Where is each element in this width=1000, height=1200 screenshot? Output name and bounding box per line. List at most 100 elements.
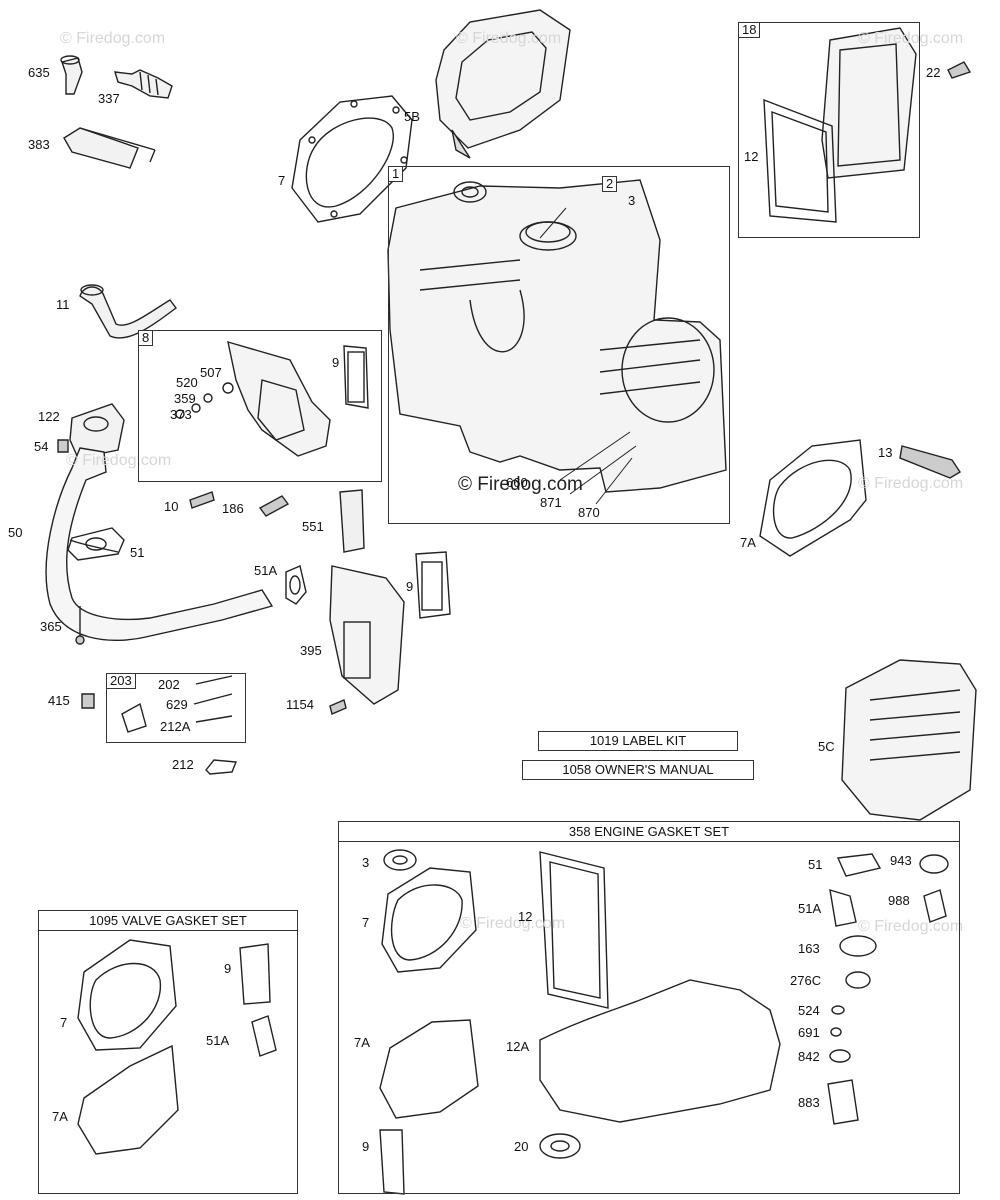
label-10: 10 (164, 499, 179, 514)
label-22: 22 (926, 65, 941, 80)
dipstick-tube-383 (63, 127, 156, 169)
label-337: 337 (98, 91, 120, 106)
gasket-label-12a: 12A (506, 1039, 530, 1054)
screw-1154 (329, 699, 347, 715)
screw-365 (75, 606, 85, 645)
label-9: 9 (332, 355, 340, 370)
label-365: 365 (40, 619, 62, 634)
exhaust-gasket-51a (285, 565, 307, 605)
baffle-395 (329, 565, 405, 705)
gasket-label-524: 524 (798, 1003, 820, 1018)
gasket-label-943: 943 (890, 853, 912, 868)
elbow-fitting-635 (60, 55, 83, 95)
label-5b: 5B (404, 109, 420, 124)
label-660: 660 (506, 475, 528, 490)
head-gasket-7 (291, 95, 413, 223)
breather-tube-11 (79, 284, 177, 339)
watermark: © Firedog.com (66, 452, 172, 469)
label-212: 212 (172, 757, 194, 772)
valve-label-51a: 51A (206, 1033, 230, 1048)
valve-gasket-set-title: 1095 VALVE GASKET SET (39, 911, 297, 931)
fitting-22 (947, 61, 972, 79)
watermark: © Firedog.com (456, 30, 562, 47)
label-871: 871 (540, 495, 562, 510)
spark-plug-337 (114, 69, 173, 99)
label-12: 12 (744, 149, 759, 164)
gasket-label-691: 691 (798, 1025, 820, 1040)
fitting-186 (258, 495, 290, 517)
label-51: 51 (130, 545, 145, 560)
governor-frame (106, 673, 246, 743)
gasket-label-51: 51 (808, 857, 823, 872)
owners-manual-callout: 1058 OWNER'S MANUAL (522, 760, 754, 780)
bolt-10 (189, 491, 215, 509)
valve-gasket-set-parts (77, 939, 277, 1155)
label-395: 395 (300, 643, 322, 658)
label-415: 415 (48, 693, 70, 708)
valve-label-9: 9 (224, 961, 232, 976)
label-359: 359 (174, 391, 196, 406)
valve-cover-18 (821, 27, 917, 179)
gasket-label-163: 163 (798, 941, 820, 956)
bolt-13 (899, 445, 961, 479)
watermark: © Firedog.com (858, 30, 964, 47)
exhaust-pipe-50 (45, 447, 274, 641)
gasket-label-988: 988 (888, 893, 910, 908)
label-202: 202 (158, 677, 180, 692)
plate-551 (339, 489, 365, 553)
label-870: 870 (578, 505, 600, 520)
gasket-label-51a: 51A (798, 901, 822, 916)
label-122: 122 (38, 409, 60, 424)
governor-contents-203 (121, 675, 233, 733)
label-383: 383 (28, 137, 50, 152)
valve-label-7: 7 (60, 1015, 68, 1030)
gasket-label-883: 883 (798, 1095, 820, 1110)
valve-label-7a: 7A (52, 1109, 68, 1124)
gasket-label-842: 842 (798, 1049, 820, 1064)
engine-block-number: 1 (388, 166, 404, 182)
gasket-9-lower (415, 551, 451, 619)
breather-frame (138, 330, 382, 482)
label-7: 7 (278, 173, 286, 188)
label-54: 54 (34, 439, 49, 454)
link-212 (205, 759, 237, 775)
valve-gasket-set-frame: 1095 VALVE GASKET SET (38, 910, 298, 1194)
label-51a: 51A (254, 563, 278, 578)
cylinder-head-5b (435, 9, 571, 159)
intake-spacer-122 (69, 403, 125, 459)
watermark: © Firedog.com (60, 30, 166, 47)
gasket-label-276c: 276C (790, 973, 822, 988)
governor-number: 203 (106, 673, 136, 689)
gasket-label-20: 20 (514, 1139, 529, 1154)
cylinder-head-5c (841, 659, 977, 821)
label-212a: 212A (160, 719, 191, 734)
stud-54 (57, 439, 69, 453)
label-5c: 5C (818, 739, 835, 754)
bearing-number: 2 (602, 176, 618, 192)
label-3: 3 (628, 193, 636, 208)
label-635: 635 (28, 65, 50, 80)
oil-seal-3 (453, 181, 487, 203)
watermark: © Firedog.com (460, 915, 566, 932)
label-373: 373 (170, 407, 192, 422)
gasket-label-12: 12 (518, 909, 533, 924)
label-13: 13 (878, 445, 893, 460)
exhaust-gasket-51 (67, 527, 125, 561)
engine-gasket-set-title: 358 ENGINE GASKET SET (339, 822, 959, 842)
label-7a: 7A (740, 535, 756, 550)
label-50: 50 (8, 525, 23, 540)
gasket-label-7: 7 (362, 915, 370, 930)
leader-lines (539, 207, 637, 505)
label-520: 520 (176, 375, 198, 390)
head-gasket-7a (759, 439, 867, 557)
engine-gasket-set-frame: 358 ENGINE GASKET SET (338, 821, 960, 1194)
gasket-label-9: 9 (362, 1139, 370, 1154)
label-629: 629 (166, 697, 188, 712)
label-507: 507 (200, 365, 222, 380)
breather-assembly-8 (175, 341, 369, 457)
valve-cover-number: 18 (738, 22, 761, 38)
label-kit-callout: 1019 LABEL KIT (538, 731, 738, 751)
gasket-label-7a: 7A (354, 1035, 370, 1050)
breather-number: 8 (138, 330, 154, 346)
